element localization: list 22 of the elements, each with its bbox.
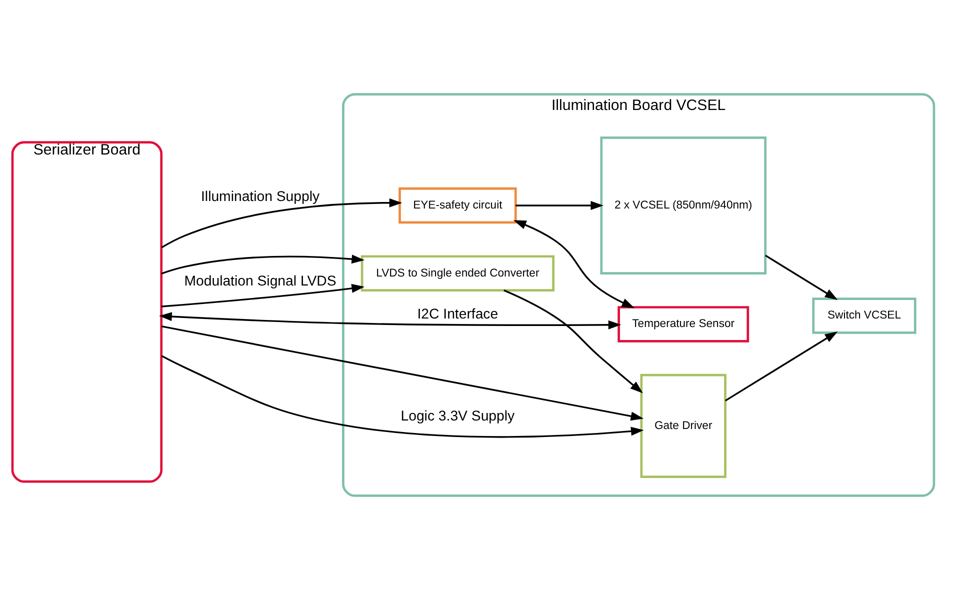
node-box: Serializer Board [11,140,163,482]
arrow [161,198,402,248]
arrow [516,200,604,210]
edge-label: Modulation Signal LVDS [184,272,336,288]
arrow [504,289,643,393]
node-box: Switch VCSEL [812,297,916,334]
arrow [513,220,635,308]
arrow [161,324,644,420]
node-box: Gate Driver [640,373,726,478]
edge-label: I2C Interface [417,305,498,322]
edge-label: Illumination Supply [201,187,320,204]
arrow [161,283,364,307]
node-box: EYE-safety circuit [398,186,517,224]
node-box: LVDS to Single ended Converter [360,254,554,291]
arrow [159,312,622,329]
arrow [161,254,364,274]
arrow [161,354,644,438]
arrow [724,331,838,401]
node-box: Temperature Sensor [618,306,750,342]
arrow [764,254,838,300]
node-box: 2 x VCSEL (850nm/940nm) [600,136,766,274]
edge-label: Logic 3.3V Supply [400,406,515,423]
